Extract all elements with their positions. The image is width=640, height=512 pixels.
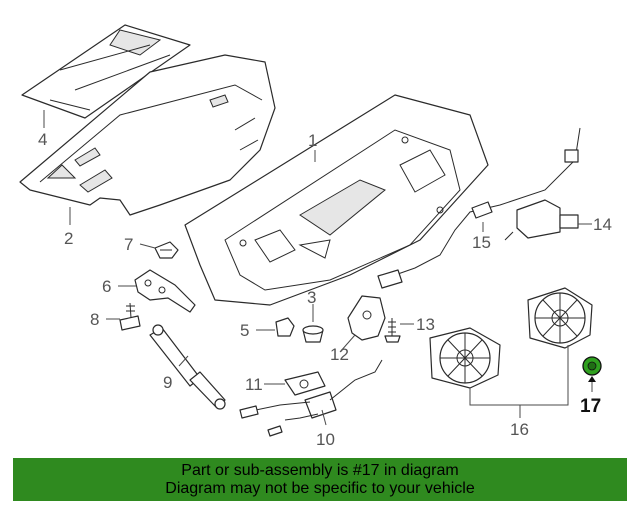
- banner-line-1: Part or sub-assembly is #17 in diagram: [181, 462, 459, 479]
- callout-5: 5: [240, 321, 249, 340]
- banner-line-2: Diagram may not be specific to your vehi…: [165, 480, 475, 497]
- part-5-nut[interactable]: [275, 317, 295, 337]
- callout-15: 15: [472, 233, 491, 252]
- part-13-screw[interactable]: [384, 318, 401, 343]
- callout-17: 17: [580, 396, 601, 417]
- callout-9: 9: [163, 373, 172, 392]
- callout-10: 10: [316, 430, 335, 449]
- part-12-latch-bracket[interactable]: [347, 295, 386, 341]
- callout-12: 12: [330, 345, 349, 364]
- part-14-actuator[interactable]: [504, 199, 579, 241]
- callout-14: 14: [593, 215, 612, 234]
- info-banner: Part or sub-assembly is #17 in diagram D…: [13, 458, 627, 501]
- callout-2: 2: [64, 229, 73, 248]
- part-3-grommet[interactable]: [302, 325, 324, 343]
- part-16-motor-right[interactable]: [527, 287, 593, 349]
- part-16-motor-left[interactable]: [429, 327, 501, 389]
- callout-7: 7: [124, 235, 133, 254]
- part-17-clip-highlighted[interactable]: [582, 356, 602, 376]
- leader-lines: [43, 110, 596, 426]
- callout-1: 1: [308, 131, 317, 150]
- callout-11: 11: [245, 375, 263, 394]
- callout-3: 3: [307, 288, 316, 307]
- callout-16: 16: [510, 420, 529, 439]
- part-9-support-strut[interactable]: [149, 324, 226, 410]
- callout-13: 13: [416, 315, 435, 334]
- part-4-trunk-mat[interactable]: [21, 24, 191, 119]
- part-8-bolt[interactable]: [119, 302, 141, 331]
- part-11-latch[interactable]: [284, 371, 326, 396]
- part-10-release-actuator[interactable]: [239, 359, 383, 437]
- part-6-hinge[interactable]: [134, 269, 196, 313]
- part-7-bumper[interactable]: [154, 241, 179, 259]
- callout-6: 6: [102, 277, 111, 296]
- part-15-release-cable[interactable]: [377, 127, 581, 289]
- callout-4: 4: [38, 130, 47, 149]
- callout-8: 8: [90, 310, 99, 329]
- callout-numbers: 1 2 3 4 5 6 7 8 9 10 11 12 13 14 15 16 1…: [38, 130, 612, 449]
- exploded-parts-diagram: 1 2 3 4 5 6 7 8 9 10 11 12 13 14 15 16 1…: [19, 24, 612, 449]
- part-2-package-tray[interactable]: [19, 54, 276, 216]
- part-1-trunk-lid[interactable]: [184, 94, 489, 306]
